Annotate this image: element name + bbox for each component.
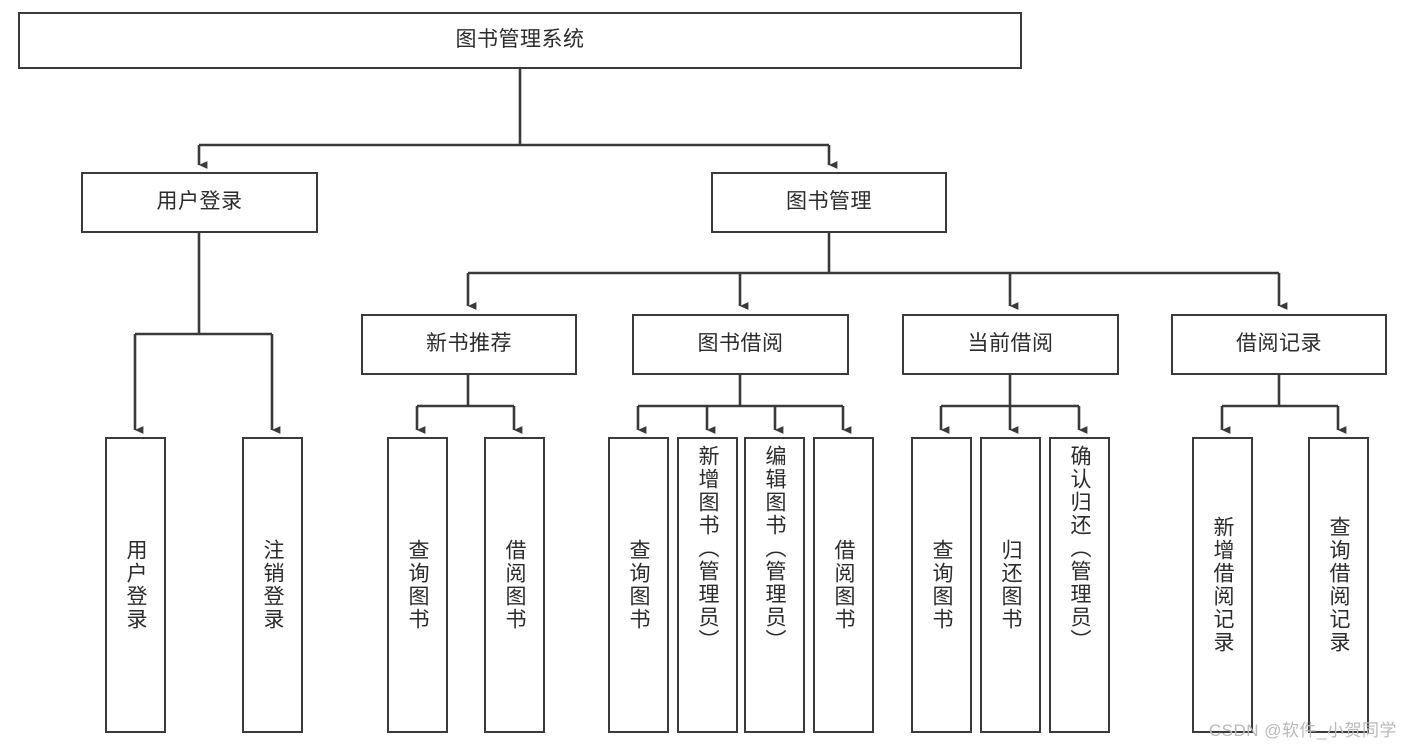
node-leaf-borrowrecord-query-record-label: 查询借阅记录 [1327,516,1350,654]
node-leaf-user-login-login[interactable]: 用户登录 [105,437,166,733]
node-book-borrow[interactable]: 图书借阅 [632,314,849,375]
node-leaf-user-login-logout[interactable]: 注销登录 [242,437,303,733]
node-leaf-currentborrow-return-book[interactable]: 归还图书 [980,437,1041,733]
node-leaf-currentborrow-query-book[interactable]: 查询图书 [911,437,972,733]
node-leaf-borrowrecord-add-record[interactable]: 新增借阅记录 [1192,437,1253,733]
node-book-management-label: 图书管理 [786,190,872,214]
node-leaf-currentborrow-query-book-label: 查询图书 [930,539,953,631]
node-root-book-management-system[interactable]: 图书管理系统 [18,12,1022,69]
node-leaf-bookborrow-borrow-book-label: 借阅图书 [832,539,855,631]
node-current-borrow[interactable]: 当前借阅 [902,314,1119,375]
node-leaf-newbook-borrow-book[interactable]: 借阅图书 [484,437,545,733]
node-leaf-newbook-query-book[interactable]: 查询图书 [387,437,448,733]
node-leaf-bookborrow-query-book[interactable]: 查询图书 [608,437,669,733]
node-current-borrow-label: 当前借阅 [967,332,1054,356]
node-root-label: 图书管理系统 [455,28,585,52]
node-user-login[interactable]: 用户登录 [81,172,318,233]
csdn-watermark: CSDN @软件_小贺同学 [1208,721,1397,740]
node-leaf-bookborrow-edit-book-admin-label: 编辑图书（管理员） [763,445,786,652]
node-leaf-newbook-query-book-label: 查询图书 [406,539,429,631]
node-leaf-user-login-login-label: 用户登录 [124,539,147,631]
node-new-book-recommend-label: 新书推荐 [426,332,512,356]
node-leaf-borrowrecord-query-record[interactable]: 查询借阅记录 [1308,437,1369,733]
node-leaf-bookborrow-borrow-book[interactable]: 借阅图书 [813,437,874,733]
node-leaf-currentborrow-confirm-return-admin-label: 确认归还（管理员） [1068,445,1091,652]
node-book-borrow-label: 图书借阅 [697,332,784,356]
node-leaf-borrowrecord-add-record-label: 新增借阅记录 [1211,516,1234,654]
node-leaf-currentborrow-confirm-return-admin[interactable]: 确认归还（管理员） [1049,437,1110,733]
node-leaf-bookborrow-add-book-admin[interactable]: 新增图书（管理员） [677,437,738,733]
node-borrow-record-label: 借阅记录 [1236,332,1322,356]
node-user-login-label: 用户登录 [156,190,243,214]
node-leaf-currentborrow-return-book-label: 归还图书 [999,539,1022,631]
node-leaf-newbook-borrow-book-label: 借阅图书 [503,539,526,631]
node-leaf-bookborrow-add-book-admin-label: 新增图书（管理员） [696,445,719,652]
node-leaf-bookborrow-edit-book-admin[interactable]: 编辑图书（管理员） [744,437,805,733]
node-new-book-recommend[interactable]: 新书推荐 [361,314,577,375]
node-leaf-user-login-logout-label: 注销登录 [261,539,284,631]
node-leaf-bookborrow-query-book-label: 查询图书 [627,539,650,631]
node-book-management[interactable]: 图书管理 [711,172,947,233]
node-borrow-record[interactable]: 借阅记录 [1171,314,1387,375]
